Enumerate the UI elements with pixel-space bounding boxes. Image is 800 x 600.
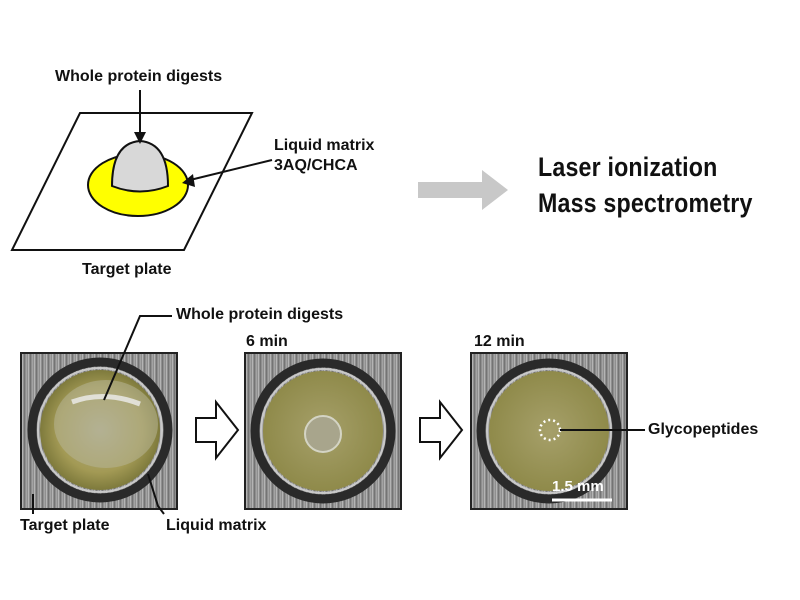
- photo-digests-label: Whole protein digests: [176, 306, 344, 323]
- photo-target-plate-label: Target plate: [20, 517, 110, 534]
- protein-digest-drop: [110, 139, 170, 193]
- step-arrow-1: [195, 399, 240, 461]
- liquid-matrix-drop: [87, 153, 189, 217]
- digest-pointer-arrowhead: [134, 132, 146, 144]
- process-arrow: [418, 170, 508, 210]
- photo-6-min: [244, 352, 402, 510]
- mass-spectrometry-text: Mass spectrometry: [538, 188, 753, 218]
- scale-bar-label: 1.5 mm: [552, 478, 604, 495]
- matrix-composition-label: 3AQ/CHCA: [274, 157, 358, 174]
- liquid-matrix-label: Liquid matrix: [274, 137, 375, 154]
- top-schematic: [10, 90, 508, 251]
- target-plate-shape: [10, 112, 254, 251]
- time-12-min: 12 min: [474, 333, 525, 350]
- matrix-pointer-line: [189, 159, 273, 181]
- matrix-pointer-arrowhead: [182, 174, 195, 187]
- target-plate-label: Target plate: [82, 261, 172, 278]
- photo-liquid-matrix-label: Liquid matrix: [166, 517, 267, 534]
- photo-12-min: [470, 352, 628, 510]
- laser-ionization-text: Laser ionization: [538, 152, 718, 182]
- time-6-min: 6 min: [246, 333, 288, 350]
- photo-initial: [20, 352, 178, 510]
- glycopeptides-label: Glycopeptides: [648, 421, 759, 438]
- step-arrow-2: [419, 399, 464, 461]
- whole-protein-digests-label: Whole protein digests: [55, 68, 223, 85]
